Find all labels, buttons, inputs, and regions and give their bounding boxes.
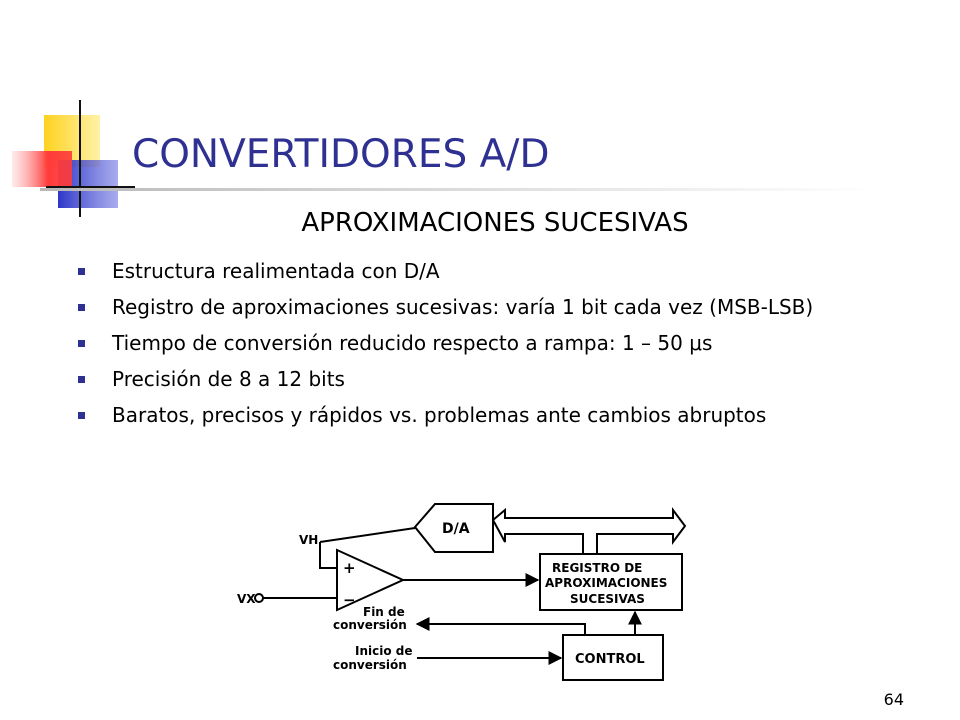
sar-adc-block-diagram: D/A VH VX + − REGISTRO DE APROXIMACIONES…	[237, 503, 687, 681]
bullet-square-icon	[78, 376, 85, 383]
bullet-text: Tiempo de conversión reducido respecto a…	[112, 331, 713, 355]
bullet-square-icon	[78, 268, 85, 275]
fin-label-2: conversión	[333, 618, 407, 632]
title-divider	[40, 188, 880, 191]
bullet-item: Baratos, precisos y rápidos vs. problema…	[70, 402, 890, 428]
plus-label: +	[343, 559, 356, 577]
bullet-text: Baratos, precisos y rápidos vs. problema…	[112, 403, 767, 427]
register-block	[539, 553, 683, 611]
bullet-item: Registro de aproximaciones sucesivas: va…	[70, 294, 890, 320]
bullet-square-icon	[78, 304, 85, 311]
control-block	[562, 634, 664, 681]
vh-label: VH	[299, 533, 318, 547]
slide-subtitle: APROXIMACIONES SUCESIVAS	[301, 208, 689, 238]
bullet-item: Precisión de 8 a 12 bits	[70, 366, 890, 392]
bullet-text: Registro de aproximaciones sucesivas: va…	[112, 295, 814, 319]
register-label-3: SUCESIVAS	[570, 592, 645, 606]
minus-label: −	[343, 591, 356, 609]
slide-title: CONVERTIDORES A/D	[132, 132, 550, 177]
inicio-label-2: conversión	[333, 658, 407, 672]
bullet-list: Estructura realimentada con D/A Registro…	[70, 258, 890, 438]
bullet-text: Precisión de 8 a 12 bits	[112, 367, 345, 391]
data-bus-arrow	[491, 507, 687, 555]
bullet-item: Estructura realimentada con D/A	[70, 258, 890, 284]
page-number: 64	[883, 690, 904, 709]
fin-label-1: Fin de	[363, 605, 405, 619]
slide-logo-icon	[12, 100, 135, 217]
bullet-text: Estructura realimentada con D/A	[112, 259, 440, 283]
comparator-block	[336, 548, 406, 612]
bullet-square-icon	[78, 412, 85, 419]
register-label-1: REGISTRO DE	[552, 561, 642, 575]
bullet-square-icon	[78, 340, 85, 347]
register-label-2: APROXIMACIONES	[545, 576, 667, 590]
control-label: CONTROL	[575, 652, 645, 667]
da-label: D/A	[442, 521, 470, 537]
inicio-label-1: Inicio de	[355, 644, 413, 658]
bullet-item: Tiempo de conversión reducido respecto a…	[70, 330, 890, 356]
da-block	[413, 503, 494, 553]
vx-label: VX	[237, 592, 256, 606]
